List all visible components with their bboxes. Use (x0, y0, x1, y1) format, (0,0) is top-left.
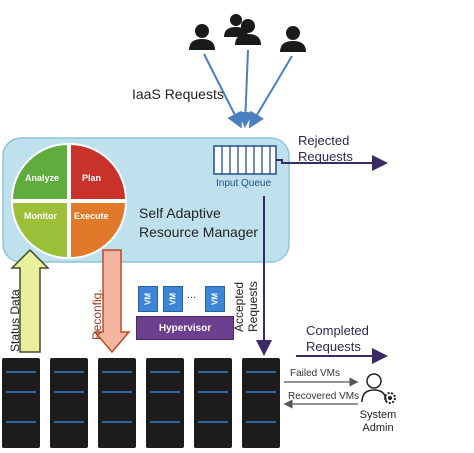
reconfig-label: Reconfig. (90, 289, 104, 340)
mape-plan: Plan (82, 173, 102, 183)
completed-line1: Completed (306, 323, 369, 338)
recovered-vms-label: Recovered VMs (288, 391, 360, 402)
vm-box: VM (205, 286, 225, 312)
vm-label: VM (168, 293, 178, 305)
vm-ellipsis: ... (187, 289, 197, 301)
user-icon (189, 24, 215, 50)
mape-monitor: Monitor (24, 211, 57, 221)
completed-requests-label: Completed Requests (306, 323, 369, 355)
completed-line2: Requests (306, 339, 361, 354)
rejected-arrow (276, 155, 388, 171)
input-queue-label: Input Queue (216, 178, 272, 189)
vm-box: VM (138, 286, 158, 312)
request-arrow (248, 55, 293, 129)
vm-box: VM (163, 286, 183, 312)
server-icon (50, 358, 88, 448)
rejected-requests-label: Rejected Requests (298, 133, 353, 165)
mape-cycle (10, 142, 128, 260)
failed-vms-label: Failed VMs (290, 368, 341, 379)
vm-label: VM (143, 293, 153, 305)
request-arrow (203, 53, 242, 129)
vm-label: VM (210, 293, 220, 305)
rejected-line2: Requests (298, 149, 353, 164)
resource-manager-label: Self Adaptive Resource Manager (139, 204, 258, 242)
admin-gear-icon (361, 373, 396, 404)
input-queue (213, 145, 277, 175)
rejected-line1: Rejected (298, 133, 350, 148)
accepted-line2: Requests (246, 281, 260, 332)
status-data-label: Status Data (8, 289, 22, 352)
server-icon (146, 358, 184, 448)
system-admin-label: System Admin (356, 409, 400, 435)
admin-line2: Admin (362, 422, 394, 434)
reconfig-arrow (93, 249, 131, 354)
mape-analyze: Analyze (25, 173, 60, 183)
server-icon (2, 358, 40, 448)
server-icon (194, 358, 232, 448)
request-arrow (237, 49, 254, 128)
manager-line2: Resource Manager (139, 224, 259, 240)
server-icon (242, 358, 280, 448)
manager-line1: Self Adaptive (139, 205, 221, 221)
iaas-requests-label: IaaS Requests (132, 86, 224, 102)
hypervisor-box: Hypervisor (136, 316, 234, 340)
user-icon (224, 14, 261, 45)
admin-line1: System (359, 409, 397, 421)
status-data-arrow (10, 248, 50, 353)
accepted-line1: Accepted (232, 281, 246, 332)
mape-execute: Execute (74, 211, 109, 221)
user-icon (280, 26, 306, 52)
accepted-requests-label: Accepted Requests (232, 281, 260, 332)
server-icon (98, 358, 136, 448)
